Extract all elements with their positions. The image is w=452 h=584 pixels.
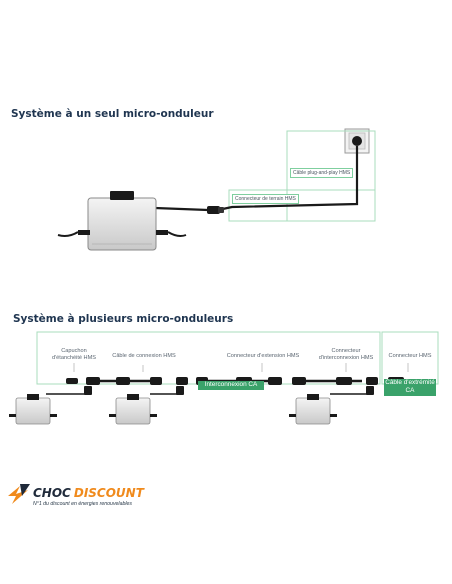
micro-inverter-small-icon	[9, 386, 92, 425]
plug-cable-label: Câble plug-and-play HMS	[290, 168, 354, 178]
micro-inverter-large-icon	[57, 191, 187, 251]
connection-cable-label: Câble de connexion HMS	[112, 353, 176, 359]
brand-name-part1: CHOC	[33, 486, 71, 500]
single-system-title: Système à un seul micro-onduleur	[11, 108, 214, 120]
end-cable-tag: Câble d'extrémité CA	[384, 379, 436, 396]
brand-logo-icon	[8, 484, 30, 504]
wall-socket-icon	[344, 128, 370, 154]
interconnection-connector-label: Connecteur d'interconnexion HMS	[318, 348, 374, 361]
brand-tagline: N°1 du discount en énergies renouvelable…	[33, 501, 132, 507]
field-connector-outline	[228, 189, 376, 222]
field-connector-label: Connecteur de terrain HMS	[232, 194, 299, 204]
brand-name-part2: DISCOUNT	[73, 486, 144, 500]
interconnection-tag: Interconnexion CA	[198, 381, 264, 390]
field-connector-icon	[207, 206, 224, 214]
end-cap-label: Capuchon d'étanchéité HMS	[52, 348, 96, 361]
micro-inverter-small-icon	[109, 386, 184, 425]
extension-connector-label: Connecteur d'extension HMS	[226, 353, 300, 359]
micro-inverter-small-icon	[289, 386, 374, 425]
multi-system-title: Système à plusieurs micro-onduleurs	[13, 313, 234, 325]
connector-label: Connecteur HMS	[388, 353, 432, 359]
